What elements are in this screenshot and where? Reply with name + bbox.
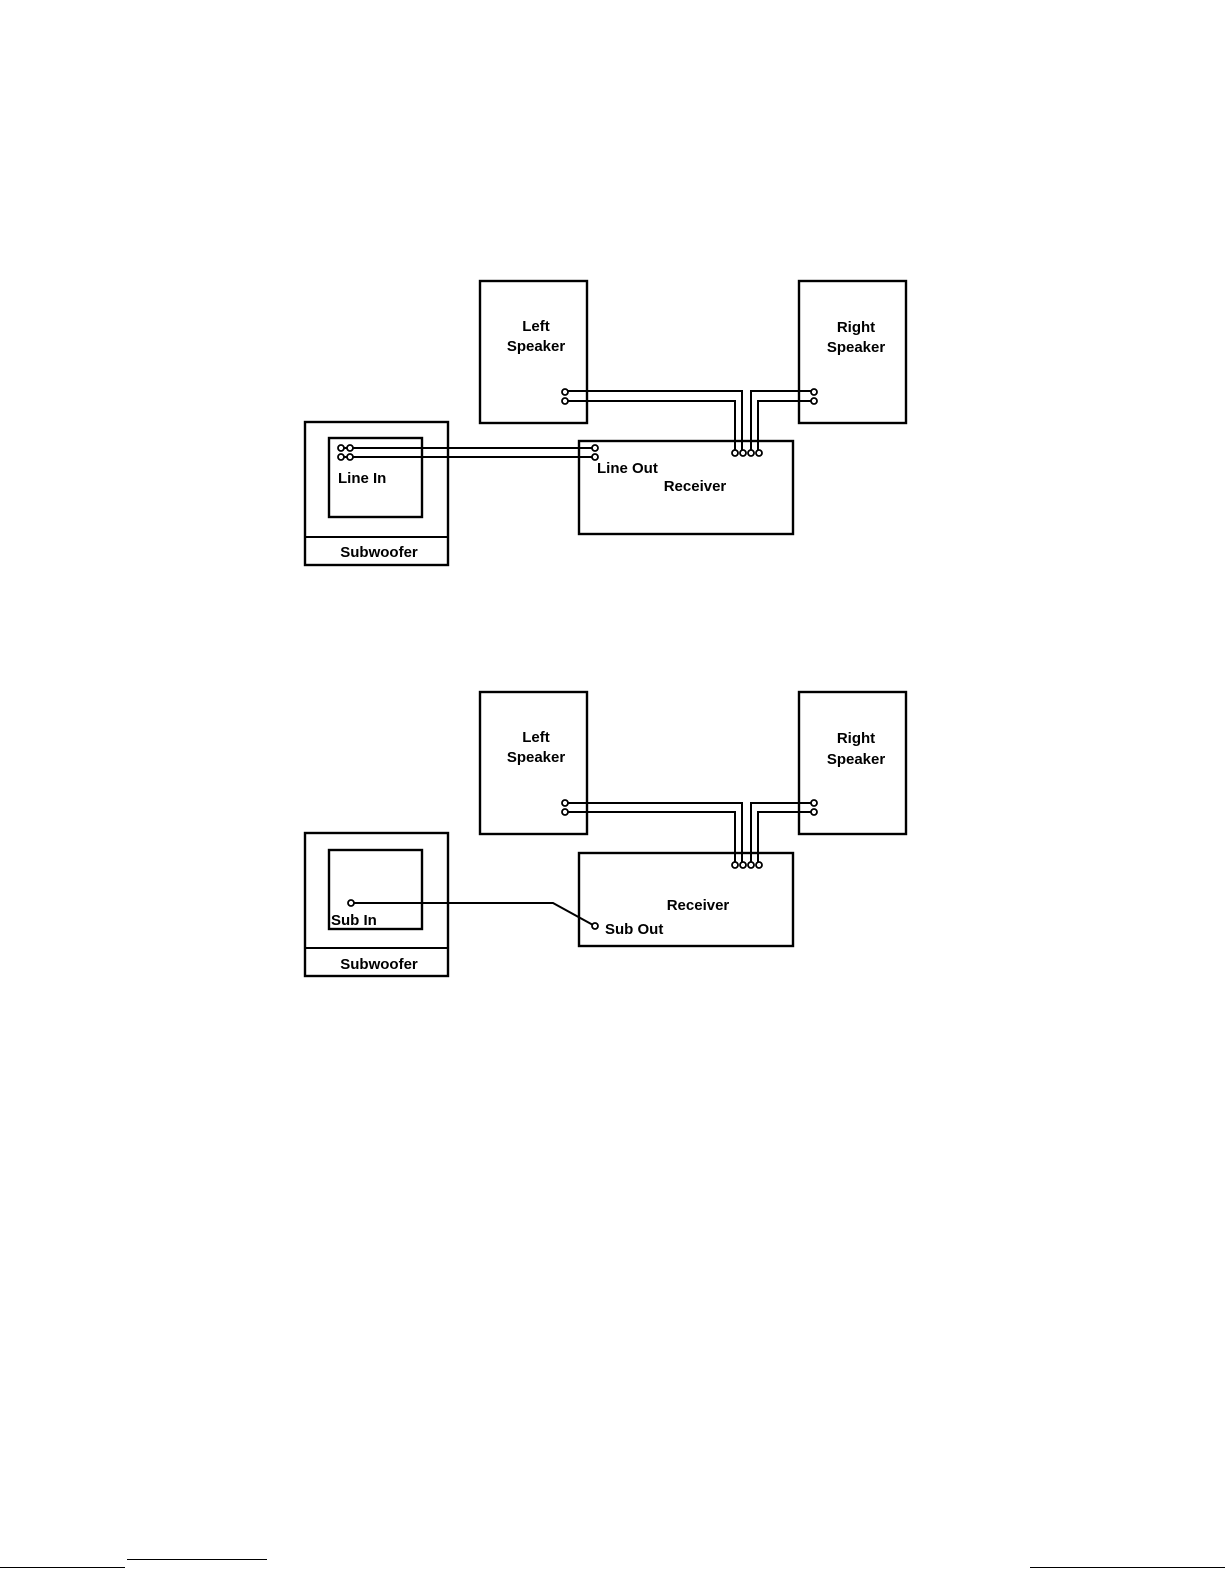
- subwoofer: Line In Subwoofer: [305, 422, 448, 565]
- left-speaker-label-2: Speaker: [507, 338, 566, 355]
- line-in-label: Line In: [338, 470, 386, 487]
- receiver-label: Receiver: [667, 897, 730, 914]
- left-speaker-label-1: Left: [522, 318, 550, 335]
- subwoofer-label: Subwoofer: [340, 544, 418, 561]
- receiver-speaker-terminal: [740, 862, 746, 868]
- receiver-speaker-terminal: [732, 450, 738, 456]
- right-speaker-terminal: [811, 398, 817, 404]
- footer-rule: [1030, 1567, 1225, 1568]
- receiver-speaker-terminal: [732, 862, 738, 868]
- right-speaker-terminal: [811, 809, 817, 815]
- left-speaker-terminal: [562, 398, 568, 404]
- right-speaker-terminal: [811, 800, 817, 806]
- diagram-line-level: Left Speaker Right Speaker Receiver Line…: [305, 281, 906, 565]
- receiver-speaker-terminal: [740, 450, 746, 456]
- subwoofer-label: Subwoofer: [340, 956, 418, 973]
- left-speaker-label-1: Left: [522, 729, 550, 746]
- diagram-sub-out: Left Speaker Right Speaker Receiver Sub …: [305, 692, 906, 976]
- left-speaker-terminal: [562, 389, 568, 395]
- line-out-terminal: [592, 454, 598, 460]
- sub-out-terminal: [592, 923, 598, 929]
- line-in-terminal: [338, 445, 344, 451]
- receiver-speaker-terminal: [756, 450, 762, 456]
- receiver-speaker-terminal: [748, 450, 754, 456]
- receiver-speaker-terminal: [748, 862, 754, 868]
- right-speaker-label-1: Right: [837, 730, 875, 747]
- subwoofer: Sub In Subwoofer: [305, 833, 448, 976]
- line-in-terminal: [347, 454, 353, 460]
- line-out-label: Line Out: [597, 460, 658, 477]
- footer-rule: [127, 1559, 267, 1560]
- sub-in-label: Sub In: [331, 912, 377, 929]
- receiver-speaker-terminal: [756, 862, 762, 868]
- line-out-terminal: [592, 445, 598, 451]
- receiver-label: Receiver: [664, 478, 727, 495]
- right-speaker-label-2: Speaker: [827, 339, 886, 356]
- footer-rule: [0, 1567, 125, 1568]
- footer-rules: [0, 1559, 1225, 1568]
- left-speaker-label-2: Speaker: [507, 749, 566, 766]
- sub-in-terminal: [348, 900, 354, 906]
- left-speaker-terminal: [562, 809, 568, 815]
- right-speaker-terminal: [811, 389, 817, 395]
- right-speaker-label-1: Right: [837, 319, 875, 336]
- sub-out-label: Sub Out: [605, 921, 663, 938]
- right-speaker-label-2: Speaker: [827, 751, 886, 768]
- left-speaker-terminal: [562, 800, 568, 806]
- line-in-terminal: [347, 445, 353, 451]
- line-in-terminal: [338, 454, 344, 460]
